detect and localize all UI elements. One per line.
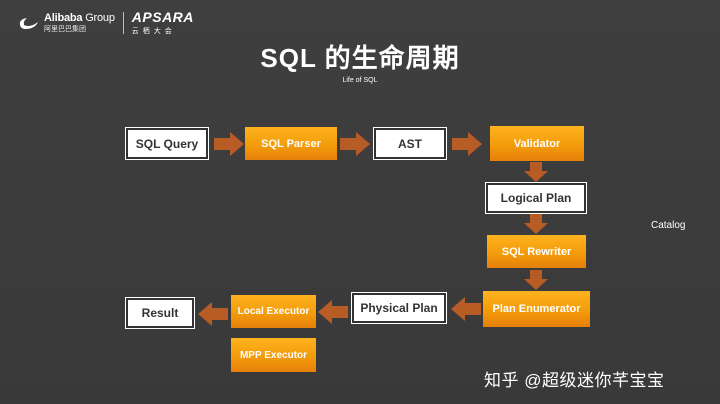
node-sql-parser: SQL Parser: [245, 127, 337, 160]
arrow-physical-to-local: [318, 300, 348, 324]
node-local-executor: Local Executor: [231, 295, 316, 328]
alibaba-group-label: Alibaba Group 阿里巴巴集团: [44, 12, 115, 34]
apsara-name: APSARA: [131, 9, 194, 25]
node-ast: AST: [374, 128, 446, 159]
node-physical-plan: Physical Plan: [352, 293, 446, 323]
arrow-enumerator-to-physical: [451, 297, 481, 321]
catalog-label: Catalog: [651, 220, 686, 231]
alibaba-chinese-name: 阿里巴巴集团: [44, 26, 86, 33]
arrow-validator-to-logical: [524, 162, 548, 182]
arrow-query-to-parser: [214, 132, 244, 156]
slide-title: SQL 的生命周期: [260, 43, 460, 73]
alibaba-group-word: Group: [82, 12, 115, 24]
apsara-logo: APSARA 云栖大会: [132, 10, 194, 36]
node-mpp-executor: MPP Executor: [231, 338, 316, 372]
alibaba-name: Alibaba: [44, 12, 83, 24]
node-sql-query: SQL Query: [126, 128, 208, 159]
node-sql-rewriter: SQL Rewriter: [487, 235, 586, 268]
node-validator: Validator: [490, 126, 584, 161]
arrow-logical-to-rewriter: [524, 214, 548, 234]
arrow-local-to-result: [198, 302, 228, 326]
header-logos: Alibaba Group 阿里巴巴集团 APSARA 云栖大会: [18, 10, 194, 36]
logo-divider: [122, 12, 124, 34]
apsara-chinese-name: 云栖大会: [131, 28, 176, 35]
node-plan-enumerator: Plan Enumerator: [483, 291, 590, 327]
alibaba-logo-icon: [19, 18, 38, 29]
watermark: 知乎 @超级迷你芊宝宝: [484, 371, 665, 390]
arrow-rewriter-to-enumerator: [524, 270, 548, 290]
slide-subtitle: Life of SQL: [342, 77, 378, 84]
node-logical-plan: Logical Plan: [486, 183, 586, 213]
arrow-parser-to-ast: [340, 132, 370, 156]
arrow-ast-to-validator: [452, 132, 482, 156]
node-result: Result: [126, 298, 194, 328]
